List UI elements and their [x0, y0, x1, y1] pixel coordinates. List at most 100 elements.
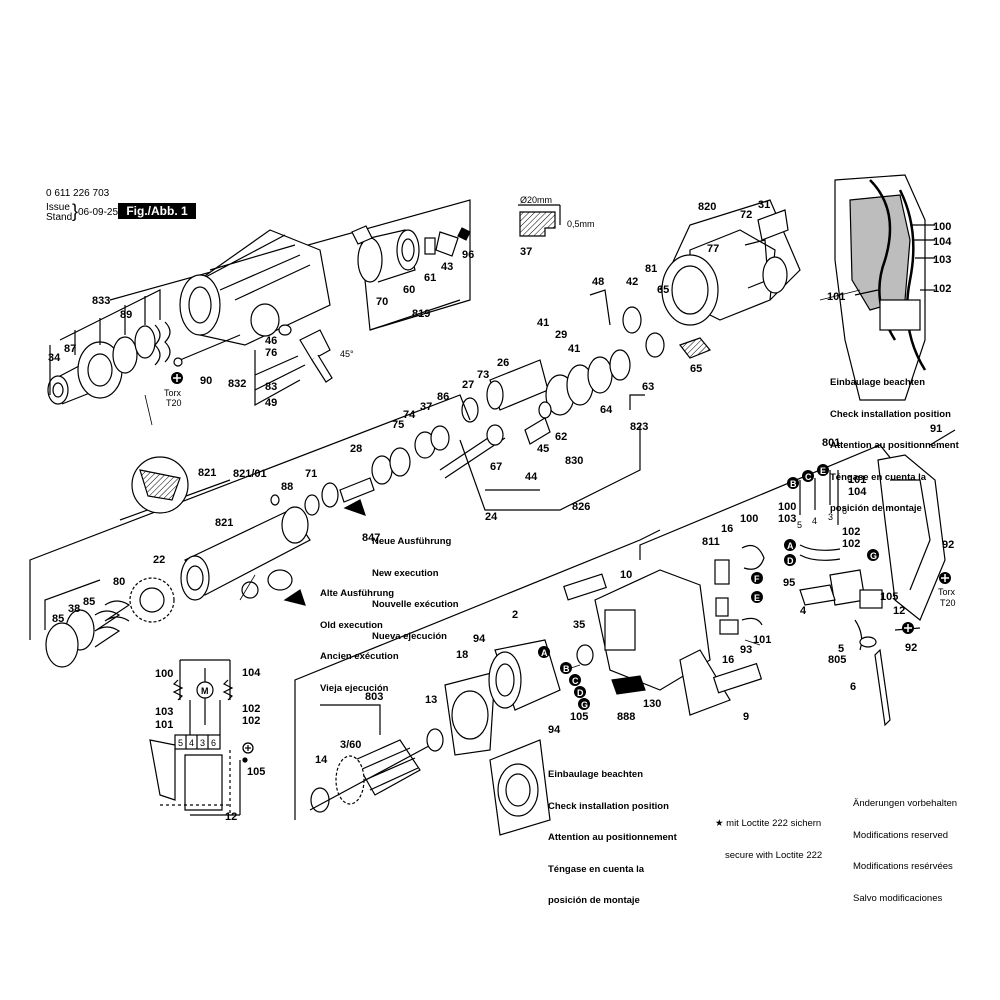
impact-mechanism: [439, 332, 665, 479]
label-105-lower: 105: [570, 711, 588, 723]
label-130: 130: [643, 698, 661, 710]
switch-terminal-3: 3: [828, 512, 833, 522]
stand-label: Stand: [46, 212, 73, 223]
label-4: 4: [800, 605, 807, 617]
label-24: 24: [485, 511, 498, 523]
frame-820: [659, 199, 801, 301]
ring-38: [45, 622, 79, 668]
note-installation-top: Einbaulage beachten Check installation p…: [830, 377, 959, 514]
brush-holder-16b: [719, 619, 739, 635]
label-10: 10: [620, 569, 632, 581]
label-18: 18: [456, 649, 468, 661]
label-101-brush: 101: [753, 634, 771, 646]
label-103-switch: 103: [778, 513, 796, 525]
label-96: 96: [462, 249, 474, 261]
switch-terminal-5: 5: [797, 520, 802, 530]
torx-icon-right: [939, 572, 951, 584]
label-803: 803: [365, 691, 383, 703]
label-61: 61: [424, 272, 436, 284]
label-37-top: 37: [520, 246, 532, 258]
clip-48: [589, 289, 611, 326]
label-34: 34: [48, 352, 61, 364]
label-75: 75: [392, 419, 404, 431]
label-87: 87: [64, 343, 76, 355]
label-94-top: 94: [473, 633, 486, 645]
label-35: 35: [573, 619, 585, 631]
label-29: 29: [555, 329, 567, 341]
marker-e-brush: E: [754, 593, 760, 603]
label-94-lower: 94: [548, 724, 561, 736]
marker-a-motor: A: [541, 648, 548, 658]
label-83: 83: [265, 381, 277, 393]
motor-housing-10: [594, 569, 731, 716]
torx-icon-left: [171, 372, 183, 384]
front-cap-group: [47, 321, 171, 405]
label-100-brush: 100: [740, 513, 758, 525]
marker-d-motor: D: [577, 688, 584, 698]
label-9: [712, 662, 763, 694]
spring-65: [679, 337, 711, 359]
label-91: 91: [930, 423, 942, 435]
label-38: 38: [68, 603, 80, 615]
label-823: 823: [630, 421, 648, 433]
label-27: 27: [462, 379, 474, 391]
label-811: 811: [702, 536, 720, 548]
torx-icon-lower: [902, 622, 914, 634]
label-12-switch: 12: [893, 605, 905, 617]
label-102-switch-b: 102: [842, 538, 860, 550]
label-92-handle: 92: [942, 539, 954, 551]
label-6: 6: [850, 681, 856, 693]
label-74: 74: [403, 409, 416, 421]
ring-42: [622, 306, 642, 334]
motor-housing-820: [661, 229, 776, 326]
brush-holder-16a: [714, 559, 730, 585]
label-100-switch: 100: [778, 501, 796, 513]
label-805: 805: [828, 654, 846, 666]
label-72: 72: [740, 209, 752, 221]
label-92-lower: 92: [905, 642, 917, 654]
frame-803: [320, 704, 381, 735]
marker-b-motor: B: [563, 664, 570, 674]
label-46: 46: [265, 335, 277, 347]
label-832: 832: [228, 378, 246, 390]
note-changes-reserved: Änderungen vorbehalten Modifications res…: [853, 798, 958, 904]
label-45: 45: [537, 443, 549, 455]
figure-badge: Fig./Abb. 1: [118, 203, 196, 219]
switch-terminal-6: 6: [842, 506, 847, 516]
label-104-wiring: 104: [242, 667, 261, 679]
bearing-13: [426, 728, 444, 752]
part-labels: 833 89 87 34 90 46 76 832 83 49 70 60 61…: [48, 199, 954, 823]
label-89: 89: [120, 309, 132, 321]
terminal-3: 3: [200, 738, 205, 748]
label-81: 81: [645, 263, 657, 275]
screw-91: [929, 429, 956, 446]
label-76: 76: [265, 347, 277, 359]
label-63: 63: [642, 381, 654, 393]
label-44: 44: [525, 471, 538, 483]
label-102-wiring-b: 102: [242, 715, 260, 727]
label-2: 2: [512, 609, 518, 621]
note-installation-bottom: Einbaulage beachten Check installation p…: [548, 769, 677, 906]
label-64: 64: [600, 404, 613, 416]
issue-label: Issue: [46, 202, 70, 213]
clip-top: [351, 225, 373, 245]
label-43: 43: [441, 261, 453, 273]
label-819: 819: [412, 308, 430, 320]
frame-gear-left: [44, 579, 101, 630]
armature-360: [309, 739, 441, 813]
plate-43: [435, 231, 459, 257]
label-105-wiring: 105: [247, 766, 265, 778]
gear-housing-body: [179, 229, 331, 346]
part-12: [859, 589, 883, 609]
marker-b-switch: B: [790, 479, 797, 489]
cable-100: [741, 545, 765, 570]
issue-date: 06-09-25: [78, 207, 119, 218]
label-101-inset: 101: [827, 291, 845, 303]
dim-thickness: 0,5mm: [567, 219, 595, 229]
cable-6: [874, 648, 891, 727]
label-16-top: 16: [721, 523, 733, 535]
dim-detail-37: [518, 204, 561, 237]
label-14: 14: [315, 754, 328, 766]
terminal-6: 6: [211, 738, 216, 748]
